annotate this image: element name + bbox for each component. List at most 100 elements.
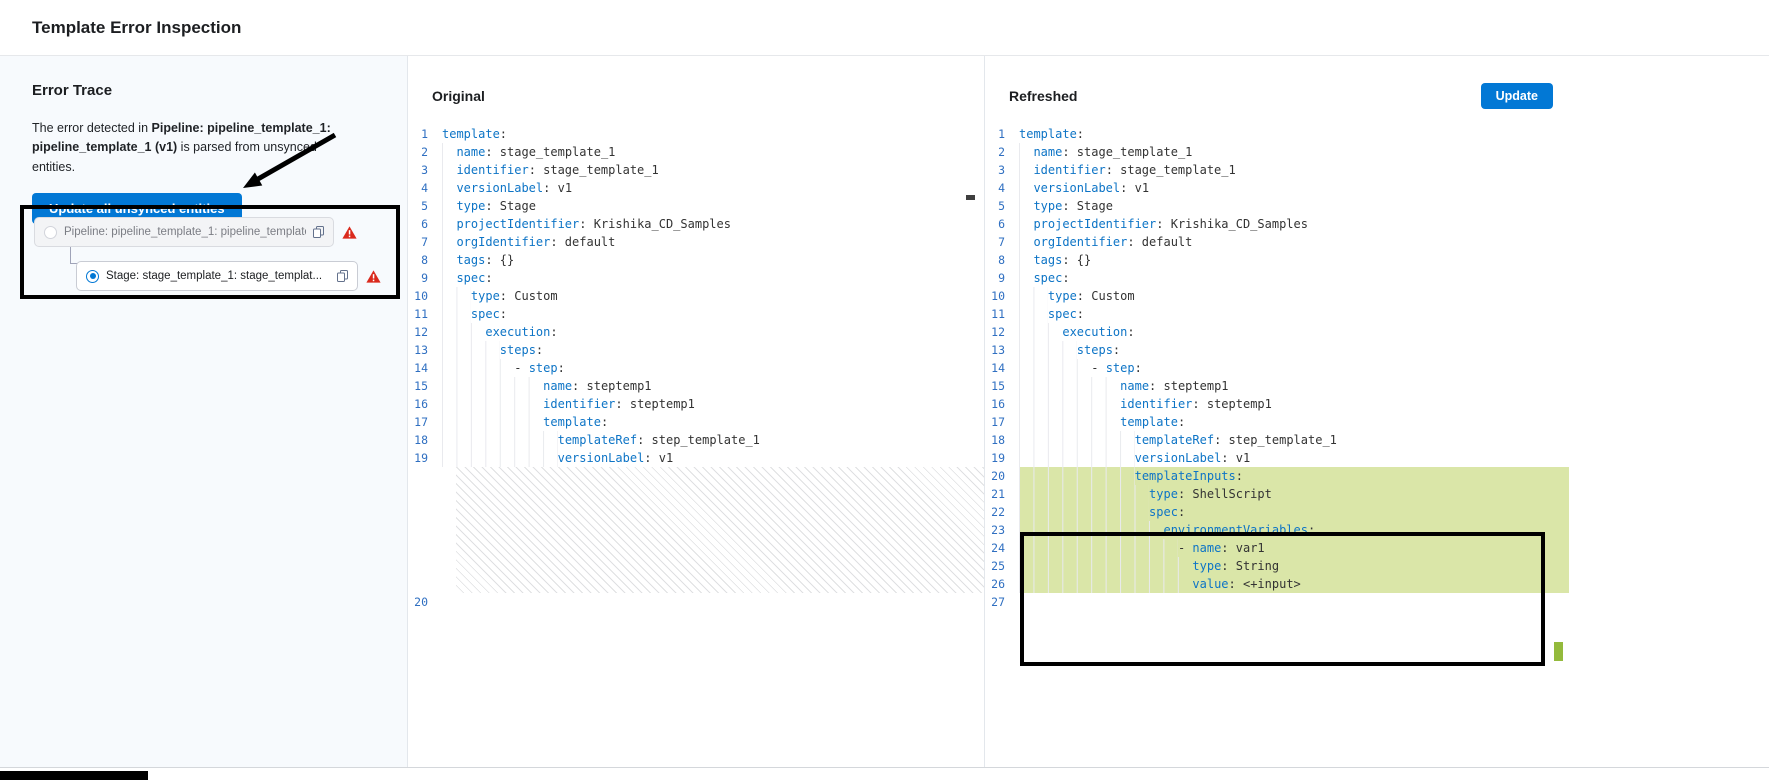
line-number: 25 xyxy=(991,559,1005,573)
code-text: template: xyxy=(1019,413,1569,431)
line-number: 5 xyxy=(998,199,1005,213)
line-number: 20 xyxy=(991,469,1005,483)
code-line: 15 name: steptemp1 xyxy=(408,377,984,395)
code-text: spec: xyxy=(442,305,984,323)
line-number: 13 xyxy=(414,343,428,357)
code-text: name: stage_template_1 xyxy=(1019,143,1569,161)
code-text: template: xyxy=(442,413,984,431)
collapsed-diff-region xyxy=(456,467,984,593)
code-text: - name: var1 xyxy=(1019,539,1569,557)
code-line: 21 type: ShellScript xyxy=(985,485,1569,503)
line-number: 5 xyxy=(421,199,428,213)
line-number: 9 xyxy=(998,271,1005,285)
line-number: 8 xyxy=(421,253,428,267)
code-text: tags: {} xyxy=(1019,251,1569,269)
copy-icon[interactable] xyxy=(313,226,324,238)
code-line: 16 identifier: steptemp1 xyxy=(985,395,1569,413)
error-description-prefix: The error detected in xyxy=(32,121,152,135)
code-line: 7 orgIdentifier: default xyxy=(408,233,984,251)
code-text: spec: xyxy=(442,269,984,287)
line-number: 12 xyxy=(414,325,428,339)
line-number: 19 xyxy=(991,451,1005,465)
code-text: type: Custom xyxy=(1019,287,1569,305)
code-text: type: ShellScript xyxy=(1019,485,1569,503)
code-text: type: String xyxy=(1019,557,1569,575)
line-number: 7 xyxy=(421,235,428,249)
line-number: 18 xyxy=(414,433,428,447)
error-trace-heading: Error Trace xyxy=(32,82,113,99)
code-text: execution: xyxy=(442,323,984,341)
code-text: type: Stage xyxy=(1019,197,1569,215)
code-text: versionLabel: v1 xyxy=(442,449,984,467)
stage-entity-card[interactable]: Stage: stage_template_1: stage_templat..… xyxy=(76,261,358,291)
line-number: 11 xyxy=(414,307,428,321)
code-text: projectIdentifier: Krishika_CD_Samples xyxy=(442,215,984,233)
code-line: 27 xyxy=(985,593,1569,611)
line-number: 22 xyxy=(991,505,1005,519)
main-content: Error Trace The error detected in Pipeli… xyxy=(0,56,1769,768)
refreshed-panel-title: Refreshed xyxy=(1009,88,1078,104)
code-line: 19 versionLabel: v1 xyxy=(985,449,1569,467)
line-number: 15 xyxy=(414,379,428,393)
radio-unselected-icon[interactable] xyxy=(44,225,57,239)
update-button[interactable]: Update xyxy=(1480,83,1553,109)
code-text xyxy=(442,593,984,611)
line-number: 19 xyxy=(414,451,428,465)
error-trace-panel: Error Trace The error detected in Pipeli… xyxy=(0,56,408,767)
code-text: identifier: stage_template_1 xyxy=(1019,161,1569,179)
line-number: 16 xyxy=(991,397,1005,411)
code-line: 14- step: xyxy=(408,359,984,377)
line-number: 21 xyxy=(991,487,1005,501)
code-line: 24 - name: var1 xyxy=(985,539,1569,557)
code-text: template: xyxy=(442,127,508,141)
code-text: template: xyxy=(1019,127,1085,141)
radio-selected-icon[interactable] xyxy=(86,269,99,283)
line-number: 27 xyxy=(991,595,1005,609)
line-number: 24 xyxy=(991,541,1005,555)
line-number: 10 xyxy=(414,289,428,303)
code-text: identifier: steptemp1 xyxy=(1019,395,1569,413)
line-number: 4 xyxy=(998,181,1005,195)
pipeline-entity-card[interactable]: Pipeline: pipeline_template_1: pipeline_… xyxy=(34,217,334,247)
code-text: name: steptemp1 xyxy=(442,377,984,395)
code-line: 8 tags: {} xyxy=(408,251,984,269)
line-number: 7 xyxy=(998,235,1005,249)
code-text: versionLabel: v1 xyxy=(1019,449,1569,467)
line-number: 13 xyxy=(991,343,1005,357)
code-text: templateRef: step_template_1 xyxy=(442,431,984,449)
line-number: 2 xyxy=(421,145,428,159)
code-line: 14- step: xyxy=(985,359,1569,377)
code-text: name: steptemp1 xyxy=(1019,377,1569,395)
overview-ruler-added-mark xyxy=(1554,642,1563,661)
pipeline-entity-label: Pipeline: pipeline_template_1: pipeline_… xyxy=(64,226,306,238)
code-line: 20 xyxy=(408,593,984,611)
code-text: orgIdentifier: default xyxy=(442,233,984,251)
code-text: identifier: stage_template_1 xyxy=(442,161,984,179)
code-text: tags: {} xyxy=(442,251,984,269)
page-title: Template Error Inspection xyxy=(32,17,242,37)
code-line: 18 templateRef: step_template_1 xyxy=(408,431,984,449)
copy-icon[interactable] xyxy=(337,270,348,282)
stage-entity-label: Stage: stage_template_1: stage_templat..… xyxy=(106,270,323,282)
